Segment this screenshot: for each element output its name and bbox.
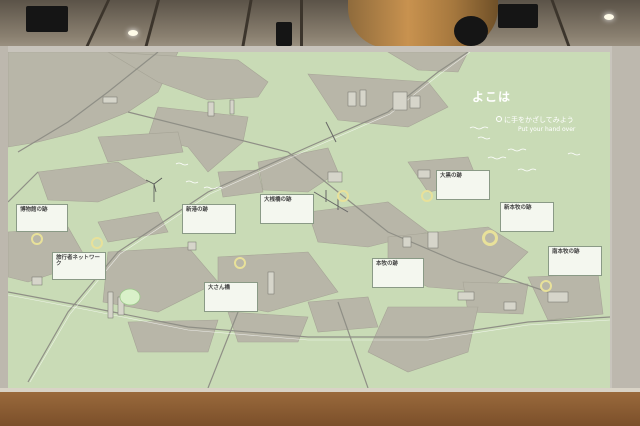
map-drawing — [8, 52, 610, 388]
hotspot-ring[interactable] — [337, 190, 349, 202]
info-label[interactable]: 大さん橋 — [204, 282, 258, 312]
hand-marker-icon — [496, 116, 502, 122]
info-label[interactable]: 大黒の跡 — [436, 170, 490, 200]
wall-right — [612, 46, 640, 402]
speaker-icon — [276, 22, 292, 46]
info-label-title: 大さん橋 — [208, 285, 231, 291]
info-label[interactable]: 南本牧の跡 — [548, 246, 602, 276]
hotspot-ring[interactable] — [540, 280, 552, 292]
info-label[interactable]: 博物館の跡 — [16, 204, 68, 232]
info-label[interactable]: 新本牧の跡 — [500, 202, 554, 232]
hotspot-ring[interactable] — [421, 190, 433, 202]
floor-edge — [0, 388, 640, 394]
info-label[interactable]: 新港の跡 — [182, 204, 236, 234]
info-label-title: 博物館の跡 — [20, 207, 48, 213]
hud-instruction-en: Put your hand over — [518, 126, 576, 133]
info-label-title: 新港の跡 — [186, 207, 209, 213]
hud-instruction-jp: に手をかざしてみよう — [504, 116, 574, 124]
info-label-title: 新本牧の跡 — [504, 205, 532, 211]
info-label-title: 大桟橋の跡 — [264, 197, 292, 203]
ceiling-beam — [550, 0, 573, 52]
ceiling-beam — [143, 0, 160, 52]
map-title: よこは — [472, 90, 512, 104]
projected-map[interactable]: 博物館の跡 旅行者ネットワーク 新港の跡 大桟橋の跡 大さん橋 大黒の跡 本牧の… — [8, 52, 610, 388]
info-label[interactable]: 本牧の跡 — [372, 258, 424, 288]
info-label[interactable]: 旅行者ネットワーク — [52, 252, 106, 280]
hotspot-ring[interactable] — [482, 230, 498, 246]
hotspot-ring[interactable] — [31, 233, 43, 245]
hotspot-ring[interactable] — [91, 237, 103, 249]
speaker-icon — [26, 6, 68, 32]
ceiling-beam — [300, 0, 303, 52]
info-label-title: 本牧の跡 — [376, 261, 399, 267]
info-label-title: 大黒の跡 — [440, 173, 463, 179]
ceiling-light — [128, 30, 138, 36]
spotlight-icon — [454, 16, 488, 46]
info-label-title: 旅行者ネットワーク — [56, 255, 101, 267]
ceiling-light — [604, 14, 614, 20]
wall-left — [0, 46, 8, 402]
speaker-icon — [498, 4, 538, 28]
wooden-floor — [0, 392, 640, 426]
ceiling — [0, 0, 640, 52]
ceiling-beam — [240, 0, 253, 52]
info-label[interactable]: 大桟橋の跡 — [260, 194, 314, 224]
info-label-title: 南本牧の跡 — [552, 249, 580, 255]
ceiling-beam — [82, 0, 111, 52]
hotspot-ring[interactable] — [234, 257, 246, 269]
